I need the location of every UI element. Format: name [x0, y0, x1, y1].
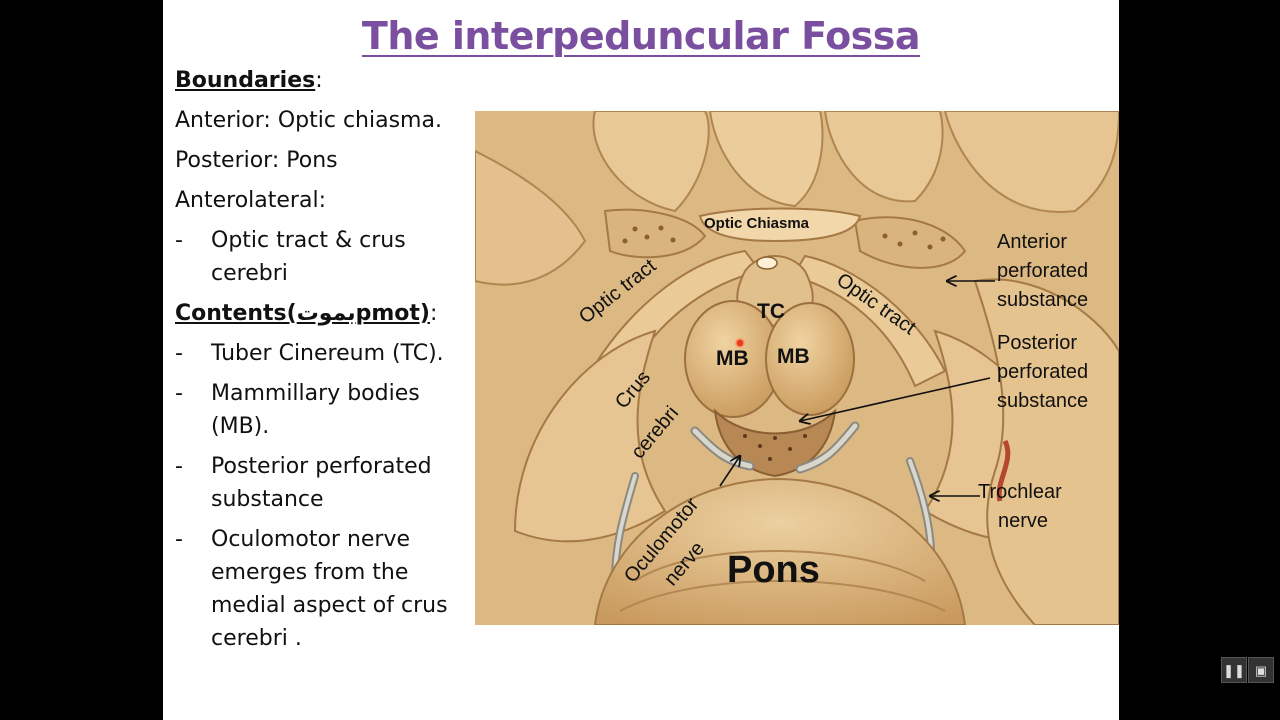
label-anterior-perforated-3: substance	[997, 289, 1089, 311]
contents-colon: :	[429, 301, 438, 326]
list-item: - Optic tract & crus cerebri	[175, 224, 475, 290]
slide-title: The interpeduncular Fossa	[361, 14, 921, 58]
label-trochlear: Trochlear	[978, 481, 1062, 503]
list-item: - Tuber Cinereum (TC).	[175, 337, 475, 370]
label-posterior-perforated-1: Posterior	[997, 332, 1078, 354]
label-optic-chiasma: Optic Chiasma	[704, 215, 810, 232]
anterior-boundary: Anterior: Optic chiasma.	[175, 108, 442, 133]
boundaries-line: Boundaries:	[175, 64, 475, 97]
pause-button[interactable]: ❚❚	[1221, 657, 1247, 683]
contents-item: Tuber Cinereum (TC).	[211, 341, 444, 366]
list-item: - Mammillary bodies (MB).	[175, 377, 475, 443]
boundaries-colon: :	[315, 68, 323, 93]
anterolateral-boundary: Anterolateral:	[175, 188, 326, 213]
bullet-dash: -	[175, 341, 183, 366]
label-tc: TC	[757, 300, 785, 323]
label-mb-right: MB	[777, 345, 810, 368]
screen-button[interactable]: ▣	[1248, 657, 1274, 683]
bullet-dash: -	[175, 454, 183, 479]
label-trochlear-nerve: nerve	[998, 510, 1049, 532]
boundaries-heading: Boundaries	[175, 68, 316, 93]
posterior-boundary: Posterior: Pons	[175, 148, 338, 173]
label-anterior-perforated-1: Anterior	[997, 231, 1068, 253]
bullet-dash: -	[175, 381, 183, 406]
label-posterior-perforated-2: perforated	[997, 361, 1089, 383]
label-mb-left: MB	[716, 347, 749, 370]
slide-text-column: Boundaries: Anterior: Optic chiasma. Pos…	[175, 64, 475, 662]
screen-icon: ▣	[1254, 663, 1268, 678]
slide: The interpeduncular Fossa Boundaries: An…	[163, 0, 1119, 720]
contents-item: Posterior perforated substance	[211, 454, 432, 512]
bullet-dash: -	[175, 527, 183, 552]
label-posterior-perforated-3: substance	[997, 390, 1089, 412]
contents-heading: Contents(بموتpmot)	[175, 301, 430, 326]
brainstem-illustration: Optic Chiasma Optic tract Optic tract TC…	[475, 111, 1119, 625]
list-item: - Posterior perforated substance	[175, 450, 475, 516]
anterolateral-item: Optic tract & crus cerebri	[211, 228, 406, 286]
contents-line: Contents(بموتpmot):	[175, 297, 475, 330]
label-anterior-perforated-2: perforated	[997, 260, 1089, 282]
list-item: - Oculomotor nerve emerges from the media…	[175, 523, 475, 655]
pause-icon: ❚❚	[1223, 663, 1245, 678]
anatomy-drawing	[475, 111, 1119, 625]
contents-item: Oculomotor nerve emerges from the medial…	[211, 527, 448, 651]
bullet-dash: -	[175, 228, 183, 253]
contents-item: Mammillary bodies (MB).	[211, 381, 420, 439]
label-pons: Pons	[727, 549, 820, 591]
